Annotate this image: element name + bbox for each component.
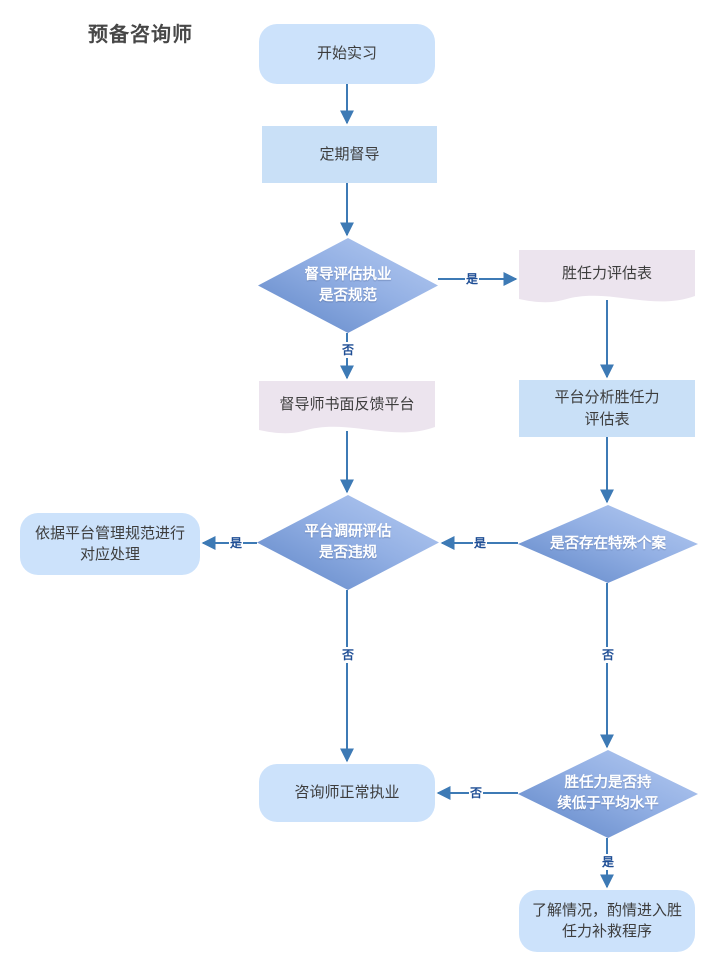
chart-title: 预备咨询师 — [88, 24, 193, 46]
node-label: 咨询师正常执业 — [294, 784, 400, 802]
node-supervisor-written-feedback-platform[interactable]: 督导师书面反馈平台 — [259, 381, 435, 437]
node-label: 督导评估执业是否规范 — [304, 266, 392, 304]
node-decision-platform-survey-violation[interactable]: 平台调研评估是否违规 — [257, 495, 439, 590]
edge-label-compliant-yes: 是 — [464, 271, 480, 287]
edge-label-below-no: 否 — [468, 785, 484, 801]
node-label: 胜任力是否持续低于平均水平 — [557, 775, 659, 812]
node-start-internship[interactable]: 开始实习 — [259, 24, 435, 84]
node-label: 平台调研评估是否违规 — [304, 523, 392, 561]
node-platform-analyzes-competency-form[interactable]: 平台分析胜任力评估表 — [519, 380, 695, 437]
edge-label-below-yes: 是 — [600, 854, 616, 870]
edge-label-special-no: 否 — [600, 647, 616, 663]
node-enter-remedial-program[interactable]: 了解情况，酌情进入胜任力补救程序 — [519, 890, 695, 952]
node-label: 是否存在特殊个案 — [550, 535, 666, 552]
node-regular-supervision[interactable]: 定期督导 — [262, 126, 437, 183]
diamond-shape — [518, 505, 698, 583]
node-label: 依据平台管理规范进行对应处理 — [34, 524, 185, 563]
document-shape — [519, 250, 695, 303]
edge-label-special-yes: 是 — [472, 535, 488, 551]
diamond-shape — [257, 495, 439, 590]
node-label: 胜任力评估表 — [561, 265, 652, 283]
node-handle-per-platform-rules[interactable]: 依据平台管理规范进行对应处理 — [20, 513, 200, 575]
edge-label-compliant-no: 否 — [340, 342, 356, 358]
node-competency-assessment-form[interactable]: 胜任力评估表 — [519, 250, 695, 306]
node-label: 督导师书面反馈平台 — [279, 396, 415, 414]
node-label: 开始实习 — [316, 45, 377, 63]
node-decision-competency-below-average[interactable]: 胜任力是否持续低于平均水平 — [518, 750, 698, 838]
diamond-shape — [518, 750, 698, 838]
node-label: 平台分析胜任力评估表 — [554, 389, 660, 428]
node-decision-supervision-compliant[interactable]: 督导评估执业是否规范 — [258, 238, 438, 333]
edge-label-violation-yes: 是 — [228, 535, 244, 551]
diamond-shape — [258, 238, 438, 333]
document-shape — [259, 381, 435, 434]
node-counselor-normal-practice[interactable]: 咨询师正常执业 — [259, 764, 435, 822]
node-decision-special-case-exists[interactable]: 是否存在特殊个案 — [518, 505, 698, 583]
node-label: 定期督导 — [319, 145, 380, 163]
node-label: 了解情况，酌情进入胜任力补救程序 — [531, 901, 682, 940]
edge-label-violation-no: 否 — [340, 647, 356, 663]
